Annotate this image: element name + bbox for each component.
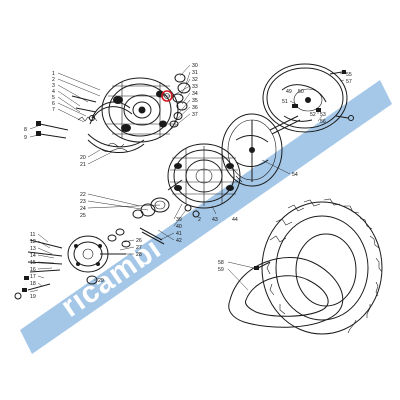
callout-55: 55 <box>346 72 352 78</box>
callout-19: 19 <box>30 294 36 300</box>
callout-30: 30 <box>192 63 198 69</box>
callout-58: 58 <box>218 260 224 266</box>
callout-34: 34 <box>192 91 198 97</box>
callout-27: 27 <box>136 245 142 251</box>
callout-6: 6 <box>52 101 55 107</box>
brake-drum-assembly <box>132 113 301 245</box>
callout-1: 1 <box>52 71 55 77</box>
leader-lines <box>29 64 347 293</box>
callout-51: 51 <box>282 99 288 105</box>
callout-12: 12 <box>30 239 36 245</box>
callout-41: 41 <box>176 231 182 237</box>
callout-7: 7 <box>52 107 55 113</box>
callout-22: 22 <box>80 192 86 198</box>
callout-17: 17 <box>30 274 36 280</box>
callout-37: 37 <box>192 112 198 118</box>
callout-20: 20 <box>80 155 86 161</box>
callout-43: 43 <box>212 217 218 223</box>
callout-15: 15 <box>30 260 36 266</box>
callout-18: 18 <box>30 281 36 287</box>
callout-13: 13 <box>30 246 36 252</box>
lower-hub-assembly <box>14 228 131 300</box>
callout-8: 8 <box>24 127 27 133</box>
callout-52: 52 <box>310 112 316 118</box>
callout-numbers: 1 2 3 4 5 6 7 8 9 20 21 30 31 32 33 34 3… <box>24 63 352 300</box>
watermark-band <box>20 80 392 354</box>
callout-39: 39 <box>176 217 182 223</box>
callout-5: 5 <box>52 95 55 101</box>
top-hub-assembly <box>36 73 191 154</box>
callout-36: 36 <box>192 105 198 111</box>
callout-2: 2 <box>52 77 55 83</box>
callout-24: 24 <box>80 206 86 212</box>
callout-57: 57 <box>346 79 352 85</box>
callout-11: 11 <box>30 232 35 238</box>
tire-and-tube <box>228 198 383 335</box>
callout-54: 54 <box>292 172 298 178</box>
callout-23: 23 <box>80 199 86 205</box>
callout-3: 3 <box>52 83 55 89</box>
callout-59: 59 <box>218 267 224 273</box>
callout-32: 32 <box>192 77 198 83</box>
callout-25: 25 <box>80 213 86 219</box>
callout-9: 9 <box>24 135 27 141</box>
callout-26: 26 <box>136 238 142 244</box>
backing-plate <box>262 63 354 133</box>
callout-14: 14 <box>30 253 36 259</box>
callout-4: 4 <box>52 89 55 95</box>
watermark-text: ricambi <box>55 232 167 324</box>
callout-35: 35 <box>192 98 198 104</box>
callout-21: 21 <box>80 162 86 168</box>
callout-16: 16 <box>30 267 36 273</box>
callout-31: 31 <box>192 70 198 76</box>
inner-tube <box>228 257 344 328</box>
callout-42: 42 <box>176 238 182 244</box>
callout-44: 44 <box>232 217 238 223</box>
callout-40: 40 <box>176 224 182 230</box>
callout-28: 28 <box>136 252 142 258</box>
callout-29: 29 <box>98 278 104 284</box>
callout-50: 50 <box>298 89 304 95</box>
callout-53: 53 <box>320 112 326 118</box>
callout-2b: 2 <box>198 217 201 223</box>
callout-56: 56 <box>320 119 326 125</box>
callout-49: 49 <box>286 89 292 95</box>
callout-33: 33 <box>192 84 198 90</box>
